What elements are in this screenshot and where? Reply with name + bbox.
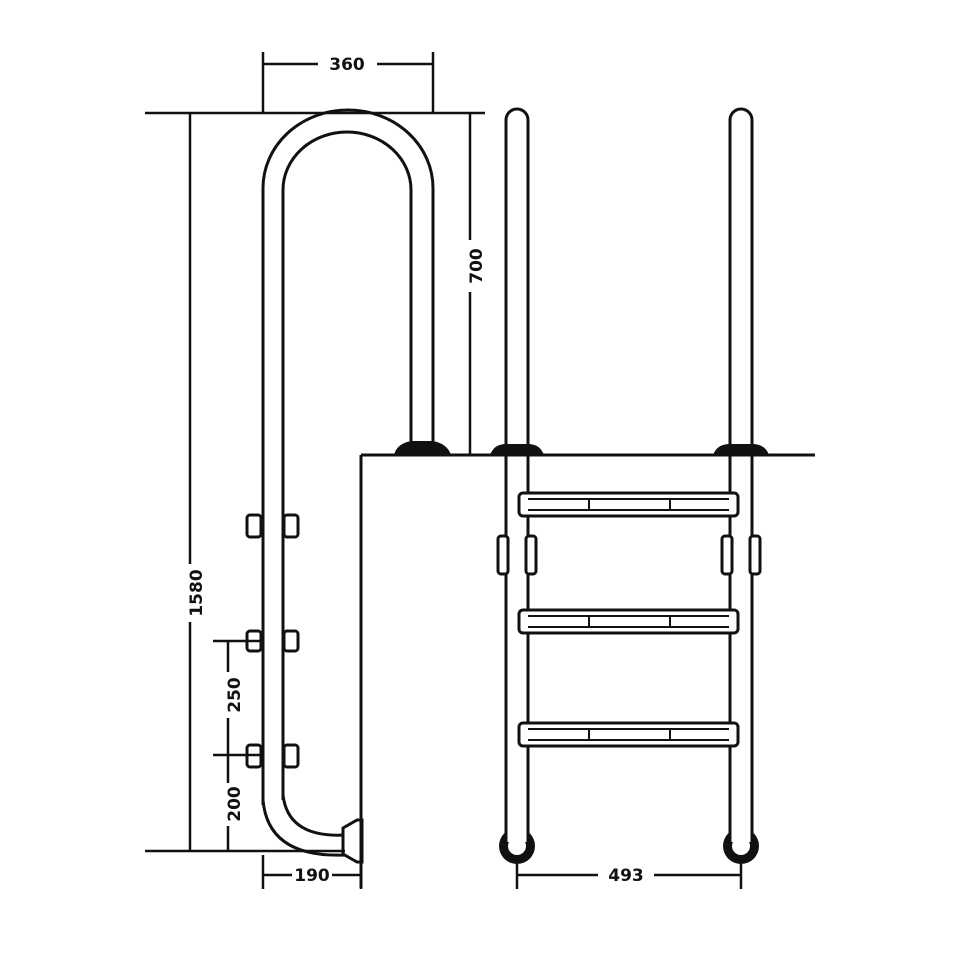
dimension-lines xyxy=(145,52,743,889)
bracket-right-2 xyxy=(282,629,300,653)
front-left-rail xyxy=(504,107,530,840)
dim-label-bottom-offset: 200 xyxy=(225,786,245,822)
dim-label-step-spacing: 250 xyxy=(225,677,245,713)
side-brackets xyxy=(245,513,300,769)
bottom-bend-inner xyxy=(281,794,346,837)
dim-label-base-offset: 190 xyxy=(294,866,330,886)
front-right-rail xyxy=(728,107,754,840)
dim-label-total-height: 1580 xyxy=(187,569,207,616)
front-flange-left xyxy=(490,444,544,455)
tread-1 xyxy=(517,491,740,518)
dim-label-rail-height: 700 xyxy=(467,248,487,284)
deck-flange xyxy=(393,441,452,456)
handrail-outer-line xyxy=(261,108,435,805)
tread-3 xyxy=(517,721,740,748)
front-flange-right xyxy=(713,444,769,455)
wall-anchor-bottom xyxy=(341,818,364,864)
front-view xyxy=(504,107,754,840)
bracket-left-1 xyxy=(245,513,263,539)
front-feet xyxy=(499,820,759,864)
bracket-right-1 xyxy=(282,513,300,539)
front-bumpers xyxy=(496,534,762,576)
front-treads xyxy=(517,491,740,748)
side-view xyxy=(261,108,435,857)
dim-label-ladder-width: 493 xyxy=(608,866,644,886)
dim-label-top-width: 360 xyxy=(329,55,365,75)
bottom-bend-outer xyxy=(261,799,346,857)
handrail-inner-line xyxy=(281,130,413,800)
bracket-right-3 xyxy=(282,743,300,769)
tread-2 xyxy=(517,608,740,635)
